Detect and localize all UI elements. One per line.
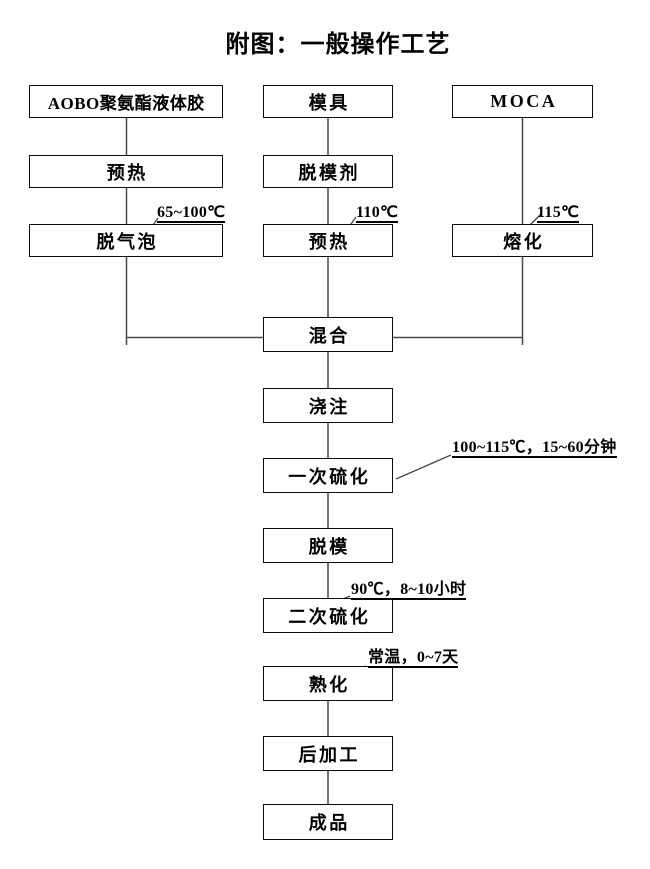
annotation-aging-condition: 常温，0~7天	[368, 649, 459, 668]
flow-box-label: 二次硫化	[288, 606, 371, 627]
flow-box-label: 成品	[308, 813, 350, 833]
annotation-melt-temp: 115℃	[537, 204, 580, 223]
flow-box-first-cure: 一次硫化	[263, 458, 393, 493]
annotation-text: 115℃	[537, 204, 580, 223]
flow-box-label: 预热	[308, 231, 350, 252]
annotation-text: 65~100℃	[157, 204, 226, 223]
flow-box-label: 模具	[308, 92, 350, 113]
flow-box-preheat-left: 预热	[29, 155, 223, 188]
annotation-first-cure-condition: 100~115℃，15~60分钟	[452, 440, 617, 458]
annotation-text: 90℃，8~10小时	[351, 581, 467, 600]
flow-box-pour: 浇注	[263, 388, 393, 423]
flow-box-label: 脱模剂	[298, 162, 360, 183]
annotation-text: 100~115℃，15~60分钟	[452, 439, 617, 458]
annotation-text: 常温，0~7天	[368, 649, 459, 668]
annotation-leader	[395, 454, 452, 480]
flow-box-aobo-material: AOBO聚氨酯液体胶	[29, 85, 223, 118]
flow-box-demold: 脱模	[263, 528, 393, 563]
flow-box-label: 浇注	[308, 396, 350, 417]
annotation-second-cure-condition: 90℃，8~10小时	[351, 581, 467, 600]
flow-box-label: MOCA	[490, 91, 558, 111]
flow-box-release-agent: 脱模剂	[263, 155, 393, 188]
annotation-degas-temp: 65~100℃	[157, 204, 226, 223]
flow-box-post-process: 后加工	[263, 736, 393, 771]
flow-box-label: 脱模	[308, 536, 350, 557]
flow-box-melt: 熔化	[452, 224, 593, 257]
flow-box-mold: 模具	[263, 85, 393, 118]
flow-box-label: 一次硫化	[288, 466, 371, 487]
flow-box-label: 后加工	[298, 744, 360, 765]
page-title: 附图：一般操作工艺	[225, 32, 451, 58]
flow-box-preheat-mid: 预热	[263, 224, 393, 257]
annotation-text: 110℃	[356, 204, 399, 223]
flow-box-moca: MOCA	[452, 85, 593, 118]
flow-box-label: 预热	[106, 162, 148, 183]
flow-box-finished: 成品	[263, 804, 393, 840]
annotation-preheat-mid-temp: 110℃	[356, 204, 399, 223]
flow-box-degas: 脱气泡	[29, 224, 223, 257]
flow-box-label: 脱气泡	[96, 231, 158, 252]
flow-box-label: 熟化	[308, 674, 350, 695]
flow-box-mix: 混合	[263, 317, 393, 352]
flow-box-label: 熔化	[503, 231, 545, 252]
flow-box-label: AOBO聚氨酯液体胶	[47, 94, 205, 113]
flow-box-label: 混合	[308, 325, 350, 346]
flow-box-second-cure: 二次硫化	[263, 598, 393, 633]
flow-box-aging: 熟化	[263, 666, 393, 701]
